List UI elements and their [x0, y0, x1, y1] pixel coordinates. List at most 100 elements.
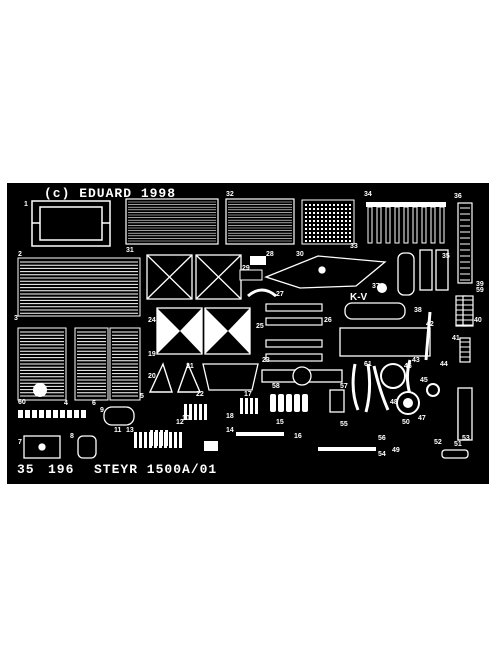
- part-33-dots: [305, 204, 351, 242]
- part-34-comb: [366, 202, 446, 244]
- part-61-arms: [351, 363, 390, 413]
- comb-piece: [204, 404, 207, 420]
- comb-tooth: [385, 206, 391, 244]
- row-piece: [67, 410, 72, 418]
- grid-dot: [337, 224, 339, 226]
- row-piece: [32, 410, 37, 418]
- grid-dot: [325, 236, 327, 238]
- grid-dot: [309, 212, 311, 214]
- grid-dot: [333, 216, 335, 218]
- small-bar: [278, 394, 284, 412]
- grid-dot: [305, 220, 307, 222]
- part-number-44: 44: [440, 361, 448, 368]
- part-number-1: 1: [24, 201, 28, 208]
- part-number-33: 33: [350, 243, 358, 250]
- grid-dot: [341, 228, 343, 230]
- comb-piece: [174, 432, 177, 448]
- grid-dot: [317, 204, 319, 206]
- part-number-5: 5: [140, 393, 144, 400]
- grid-dot: [349, 240, 351, 242]
- copyright-label: (c) EDUARD 1998: [44, 186, 177, 201]
- grid-dot: [329, 236, 331, 238]
- part-number-56: 56: [378, 435, 386, 442]
- grid-dot: [321, 216, 323, 218]
- grid-dot: [329, 216, 331, 218]
- grid-dot: [313, 236, 315, 238]
- grid-dot: [317, 224, 319, 226]
- row-piece: [53, 410, 58, 418]
- row-piece: [81, 410, 86, 418]
- grid-dot: [309, 216, 311, 218]
- part-number-23: 23: [262, 357, 270, 364]
- part-number-21: 21: [186, 363, 194, 370]
- grid-dot: [341, 204, 343, 206]
- part-24-triangles: [157, 308, 250, 354]
- part-number-10: 10: [182, 415, 190, 422]
- grid-dot: [325, 224, 327, 226]
- part-number-8: 8: [70, 433, 74, 440]
- part-51-tags: [329, 387, 473, 459]
- part-number-39: 39: [476, 281, 484, 288]
- part-number-12: 12: [176, 419, 184, 426]
- part-number-43: 43: [412, 357, 420, 364]
- comb-piece: [184, 404, 187, 420]
- part-number-32: 32: [226, 191, 234, 198]
- grid-dot: [337, 208, 339, 210]
- grid-dot: [345, 204, 347, 206]
- grid-dot: [309, 224, 311, 226]
- part-number-49: 49: [392, 447, 400, 454]
- grid-dot: [341, 220, 343, 222]
- grid-dot: [337, 232, 339, 234]
- row-piece: [60, 410, 65, 418]
- grid-dot: [309, 232, 311, 234]
- footer-code-left: 35: [17, 462, 35, 477]
- ladder-rail: [459, 337, 471, 363]
- comb-piece: [134, 432, 137, 448]
- part-22-bucket: [202, 363, 259, 391]
- comb-tooth: [412, 206, 418, 244]
- part-36-bar: [457, 202, 473, 284]
- part-number-47: 47: [418, 415, 426, 422]
- part-number-26: 26: [324, 317, 332, 324]
- part-number-53: 53: [462, 435, 470, 442]
- row-piece: [74, 410, 79, 418]
- grid-dot: [341, 208, 343, 210]
- part-32-mesh-lines: [128, 201, 292, 242]
- grid-dot: [341, 224, 343, 226]
- comb-piece: [150, 430, 153, 446]
- grid-dot: [313, 208, 315, 210]
- grid-dot: [305, 236, 307, 238]
- part-number-35: 35: [442, 253, 450, 260]
- grid-dot: [317, 212, 319, 214]
- grid-dot: [313, 224, 315, 226]
- part-number-15: 15: [276, 419, 284, 426]
- part-number-30: 30: [296, 251, 304, 258]
- grid-dot: [333, 228, 335, 230]
- part-11-combs: [134, 398, 258, 448]
- part-number-4: 4: [64, 400, 68, 407]
- row-piece: [25, 410, 30, 418]
- part-number-13: 13: [126, 427, 134, 434]
- grid-dot: [317, 220, 319, 222]
- part-number-24: 24: [148, 317, 156, 324]
- part-46-wheels: [380, 363, 440, 415]
- grid-dot: [345, 236, 347, 238]
- grid-dot: [321, 212, 323, 214]
- comb-piece: [250, 398, 253, 414]
- grid-dot: [329, 232, 331, 234]
- comb-piece: [179, 432, 182, 448]
- part-number-3: 3: [14, 315, 18, 322]
- part-9-oval: [103, 406, 135, 426]
- grid-dot: [337, 204, 339, 206]
- row-piece: [39, 410, 44, 418]
- grid-dot: [313, 240, 315, 242]
- grid-dot: [309, 240, 311, 242]
- grid-dot: [337, 240, 339, 242]
- small-bar: [294, 394, 300, 412]
- footer-code-right: 196: [48, 462, 75, 477]
- grid-dot: [309, 228, 311, 230]
- comb-piece: [194, 404, 197, 420]
- comb-spine: [366, 202, 446, 207]
- part-20-triangles: [148, 362, 202, 393]
